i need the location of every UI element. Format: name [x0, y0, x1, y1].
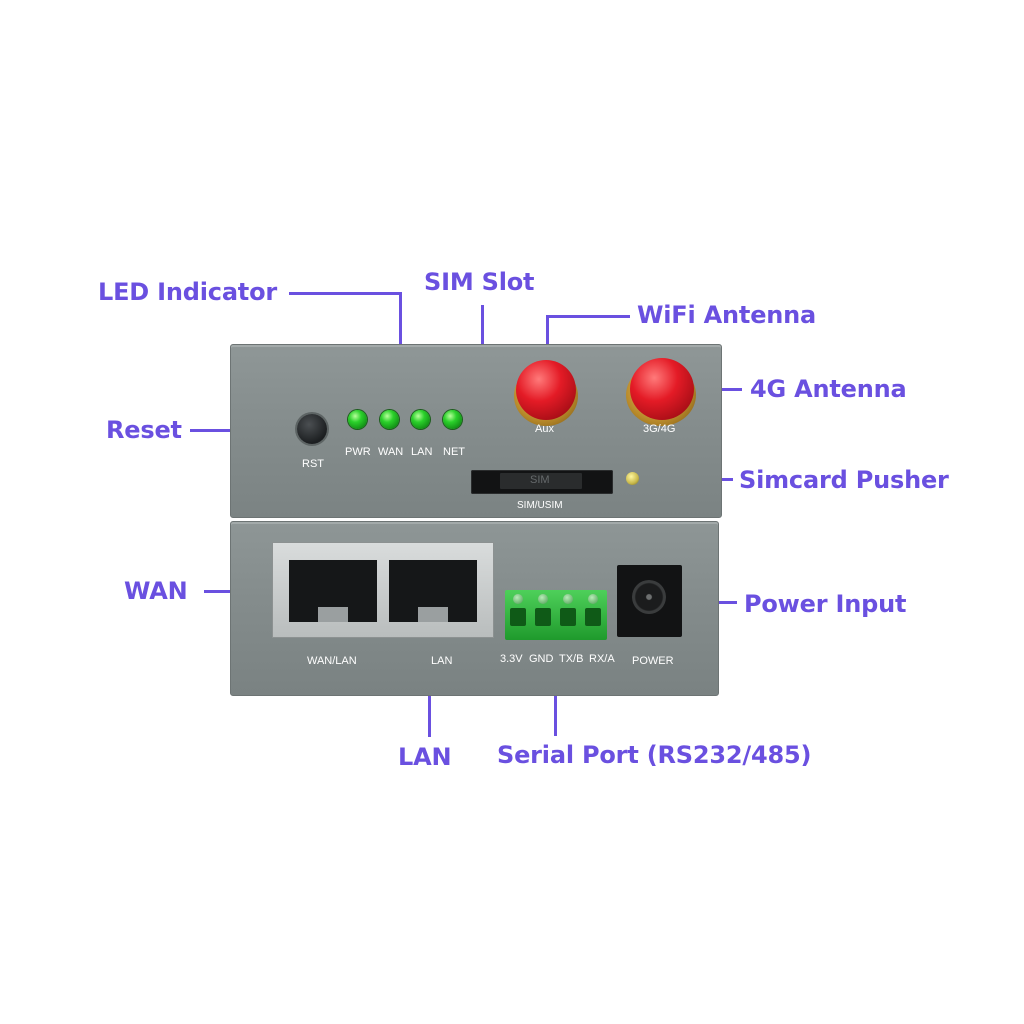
- led-pwr: [348, 410, 367, 429]
- sim-tray: [500, 473, 582, 489]
- terminal-screw-4: [588, 594, 598, 604]
- reset-button[interactable]: [297, 414, 327, 444]
- sim-inner-label: SIM: [530, 474, 550, 486]
- led-label-net: NET: [443, 446, 465, 458]
- lte-antenna-icon: [630, 358, 694, 420]
- led-label-lan: LAN: [411, 446, 433, 458]
- power-socket-icon: [632, 580, 666, 614]
- leader-wifi-vertical: [546, 315, 549, 363]
- callout-4g-antenna: 4G Antenna: [750, 375, 907, 403]
- lan-port-tab: [418, 607, 448, 622]
- callout-lan: LAN: [398, 743, 452, 771]
- callout-reset: Reset: [106, 416, 182, 444]
- callout-power-input: Power Input: [744, 590, 907, 618]
- sim-slot-label: SIM/USIM: [517, 500, 563, 511]
- terminal-pin-4: [585, 608, 601, 626]
- led-wan: [380, 410, 399, 429]
- serial-pin-label-3: TX/B: [559, 653, 584, 665]
- port-lan-label: LAN: [431, 655, 453, 667]
- terminal-screw-1: [513, 594, 523, 604]
- led-lan: [411, 410, 430, 429]
- power-label: POWER: [632, 655, 674, 667]
- terminal-pin-2: [535, 608, 551, 626]
- terminal-pin-1: [510, 608, 526, 626]
- leader-wifi-horizontal: [548, 315, 630, 318]
- callout-led-indicator: LED Indicator: [98, 278, 278, 306]
- callout-wifi-antenna: WiFi Antenna: [637, 301, 817, 329]
- led-label-wan: WAN: [378, 446, 404, 458]
- wifi-antenna-icon: [516, 360, 576, 420]
- terminal-screw-3: [563, 594, 573, 604]
- antenna-aux-label: Aux: [535, 423, 554, 435]
- terminal-screw-2: [538, 594, 548, 604]
- wan-port-tab: [318, 607, 348, 622]
- serial-pin-label-2: GND: [529, 653, 554, 665]
- port-wanlan-label: WAN/LAN: [307, 655, 357, 667]
- callout-simcard-pusher: Simcard Pusher: [739, 466, 949, 494]
- rst-label: RST: [302, 458, 324, 470]
- serial-pin-label-4: RX/A: [589, 653, 615, 665]
- callout-sim-slot: SIM Slot: [424, 268, 535, 296]
- simcard-pusher-button[interactable]: [626, 472, 639, 485]
- callout-serial-port: Serial Port (RS232/485): [497, 741, 812, 769]
- serial-pin-label-1: 3.3V: [500, 653, 523, 665]
- led-label-pwr: PWR: [345, 446, 371, 458]
- antenna-4g-label: 3G/4G: [643, 423, 676, 435]
- led-net: [443, 410, 462, 429]
- callout-wan: WAN: [124, 577, 188, 605]
- terminal-pin-3: [560, 608, 576, 626]
- leader-led-horizontal: [289, 292, 401, 295]
